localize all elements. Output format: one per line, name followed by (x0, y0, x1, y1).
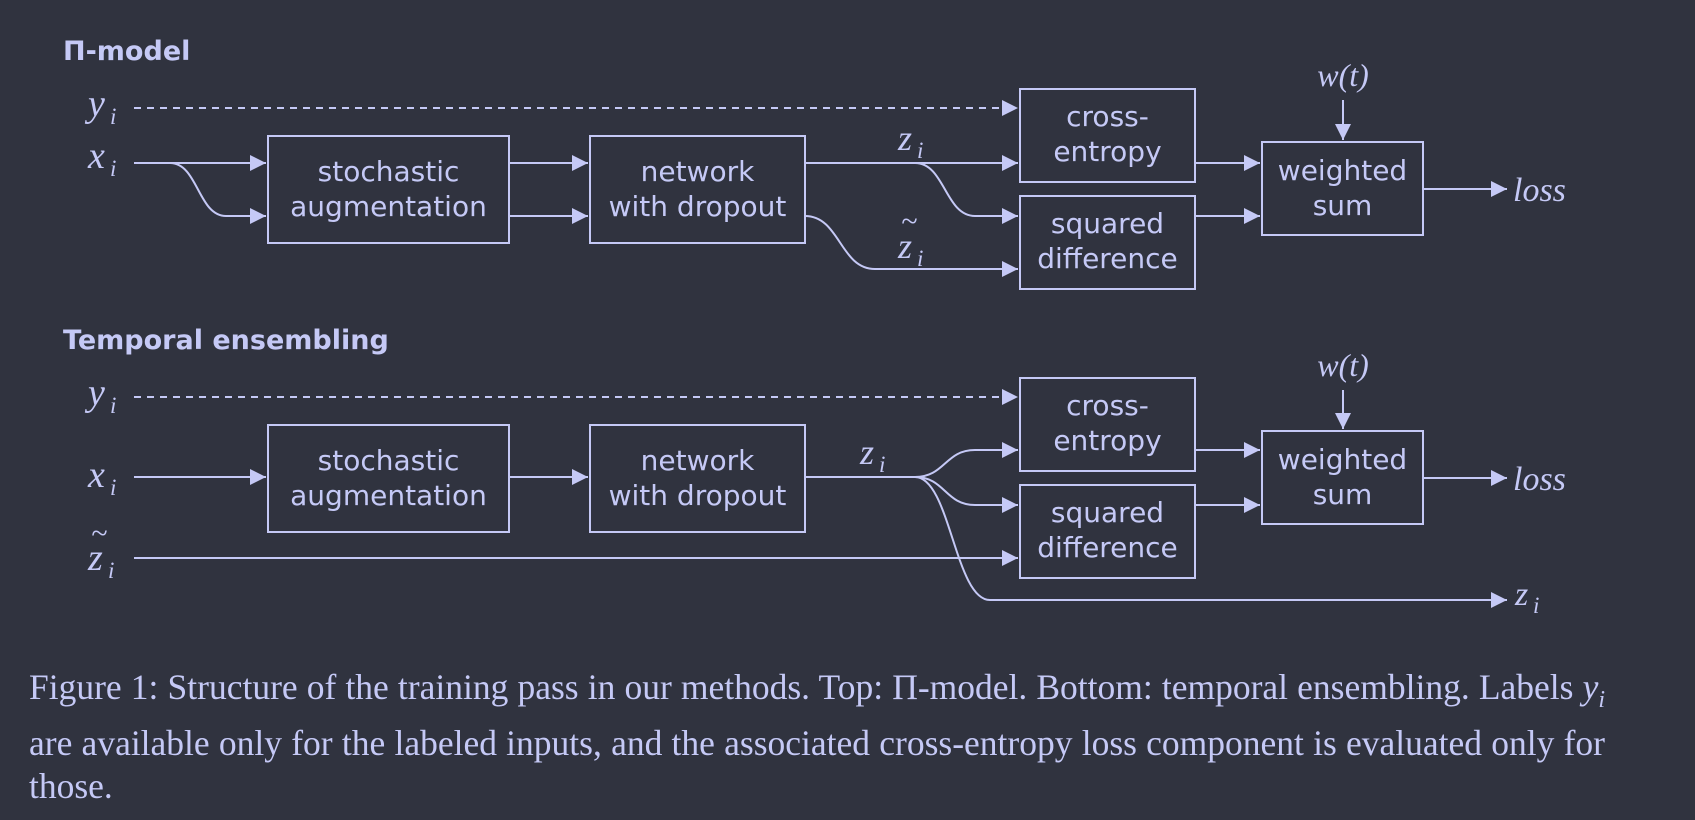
net-line2: with dropout (609, 190, 787, 223)
input-x-subscript: i (110, 475, 116, 500)
pi-model-diagram: Π-model y i x i stochastic augmentation … (63, 36, 1566, 290)
input-x-subscript: i (110, 156, 116, 181)
z-to-output-edge (914, 476, 1507, 608)
pi-model-title: Π-model (63, 36, 190, 67)
wt-label: w(t) (1317, 347, 1369, 383)
caption-math-y: y (1582, 667, 1599, 707)
aug-line2: augmentation (290, 479, 487, 512)
temporal-ensembling-title: Temporal ensembling (63, 325, 389, 356)
z-label: z (859, 432, 874, 472)
ce-line1: cross- (1066, 100, 1149, 133)
x-to-aug-edge-2 (169, 162, 266, 224)
input-x-label: x (87, 454, 105, 496)
caption-lead: Figure 1: Structure of the training pass… (29, 667, 1583, 707)
stochastic-augmentation-box (267, 135, 510, 244)
input-y-subscript: i (110, 393, 116, 418)
cross-entropy-box (1019, 88, 1196, 183)
sq-line1: squared (1051, 496, 1164, 529)
squared-difference-box (1019, 484, 1196, 579)
stochastic-augmentation-box (267, 424, 510, 533)
loss-label: loss (1513, 172, 1566, 209)
network-with-dropout-box (589, 424, 806, 533)
z-subscript: i (917, 138, 923, 163)
ws-line1: weighted (1278, 154, 1407, 187)
input-x-label: x (87, 135, 105, 177)
z-output-label: z (1514, 576, 1528, 613)
z-to-sq-edge (914, 162, 1018, 224)
ws-line1: weighted (1278, 443, 1407, 476)
input-z-tilde-label: z (87, 537, 103, 579)
temporal-ensembling-diagram: Temporal ensembling y i x i ~ z i stocha… (63, 325, 1566, 618)
aug-line2: augmentation (290, 190, 487, 223)
net-line2: with dropout (609, 479, 787, 512)
aug-line1: stochastic (318, 444, 460, 477)
sq-line2: difference (1037, 242, 1178, 275)
loss-label: loss (1513, 461, 1566, 498)
ce-line2: entropy (1053, 135, 1161, 168)
ws-line2: sum (1313, 478, 1373, 511)
z-tilde-subscript: i (917, 246, 923, 271)
ztilde-to-sq-edge (804, 215, 1018, 277)
net-line1: network (641, 155, 755, 188)
wt-label: w(t) (1317, 57, 1369, 93)
input-y-subscript: i (110, 104, 116, 129)
squared-difference-box (1019, 195, 1196, 290)
cross-entropy-box (1019, 377, 1196, 472)
z-subscript: i (879, 452, 885, 477)
caption-tail: are available only for the labeled input… (29, 723, 1605, 807)
input-y-label: y (84, 83, 105, 125)
z-to-sq-edge (914, 476, 1018, 513)
aug-line1: stochastic (318, 155, 460, 188)
input-y-label: y (84, 372, 105, 414)
ce-line2: entropy (1053, 424, 1161, 457)
input-z-tilde-mark: ~ (91, 517, 107, 550)
z-output-subscript: i (1533, 593, 1539, 618)
diagram: Π-model y i x i stochastic augmentation … (63, 36, 1566, 618)
z-tilde-label: z (897, 226, 912, 266)
figure-caption: Figure 1: Structure of the training pass… (29, 666, 1605, 808)
ce-line1: cross- (1066, 389, 1149, 422)
caption-math-subscript: i (1598, 687, 1605, 714)
z-to-ce-edge (805, 442, 1018, 478)
network-with-dropout-box (589, 135, 806, 244)
z-label: z (897, 118, 912, 158)
sq-line2: difference (1037, 531, 1178, 564)
ws-line2: sum (1313, 189, 1373, 222)
z-tilde-mark: ~ (901, 205, 917, 238)
input-z-tilde-subscript: i (108, 558, 114, 583)
net-line1: network (641, 444, 755, 477)
sq-line1: squared (1051, 207, 1164, 240)
